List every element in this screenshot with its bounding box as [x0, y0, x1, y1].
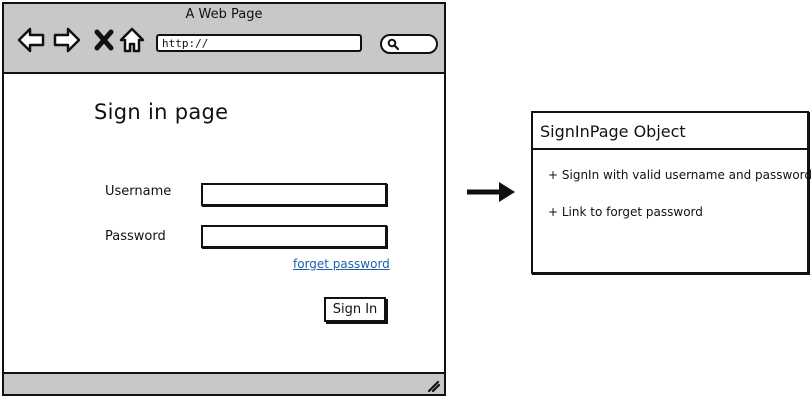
page-object-title: SignInPage Object — [540, 122, 686, 141]
search-icon — [387, 38, 399, 50]
resize-grip-icon[interactable] — [426, 378, 440, 392]
browser-window: A Web Page — [2, 2, 446, 396]
page-object-divider — [533, 148, 807, 150]
right-arrow-icon — [467, 182, 515, 202]
username-label: Username — [105, 184, 172, 199]
forget-password-link[interactable]: forget password — [293, 257, 390, 271]
browser-status-bar — [4, 372, 444, 394]
browser-toolbar: A Web Page — [4, 4, 444, 74]
page-object-box: SignInPage Object + SignIn with valid us… — [531, 111, 811, 274]
forward-arrow-icon[interactable] — [52, 25, 82, 55]
page-object-item: + SignIn with valid username and passwor… — [548, 168, 811, 182]
password-field[interactable] — [201, 225, 387, 248]
back-arrow-icon[interactable] — [16, 25, 46, 55]
window-title: A Web Page — [185, 7, 263, 22]
page-title: Sign in page — [94, 100, 229, 124]
search-button[interactable] — [380, 34, 438, 54]
home-icon[interactable] — [117, 25, 147, 55]
password-label: Password — [105, 229, 166, 244]
sign-in-button[interactable]: Sign In — [324, 297, 386, 322]
username-field[interactable] — [201, 183, 387, 206]
close-icon[interactable] — [89, 25, 119, 55]
page-object-item: + Link to forget password — [548, 205, 703, 219]
url-input[interactable] — [156, 34, 362, 52]
